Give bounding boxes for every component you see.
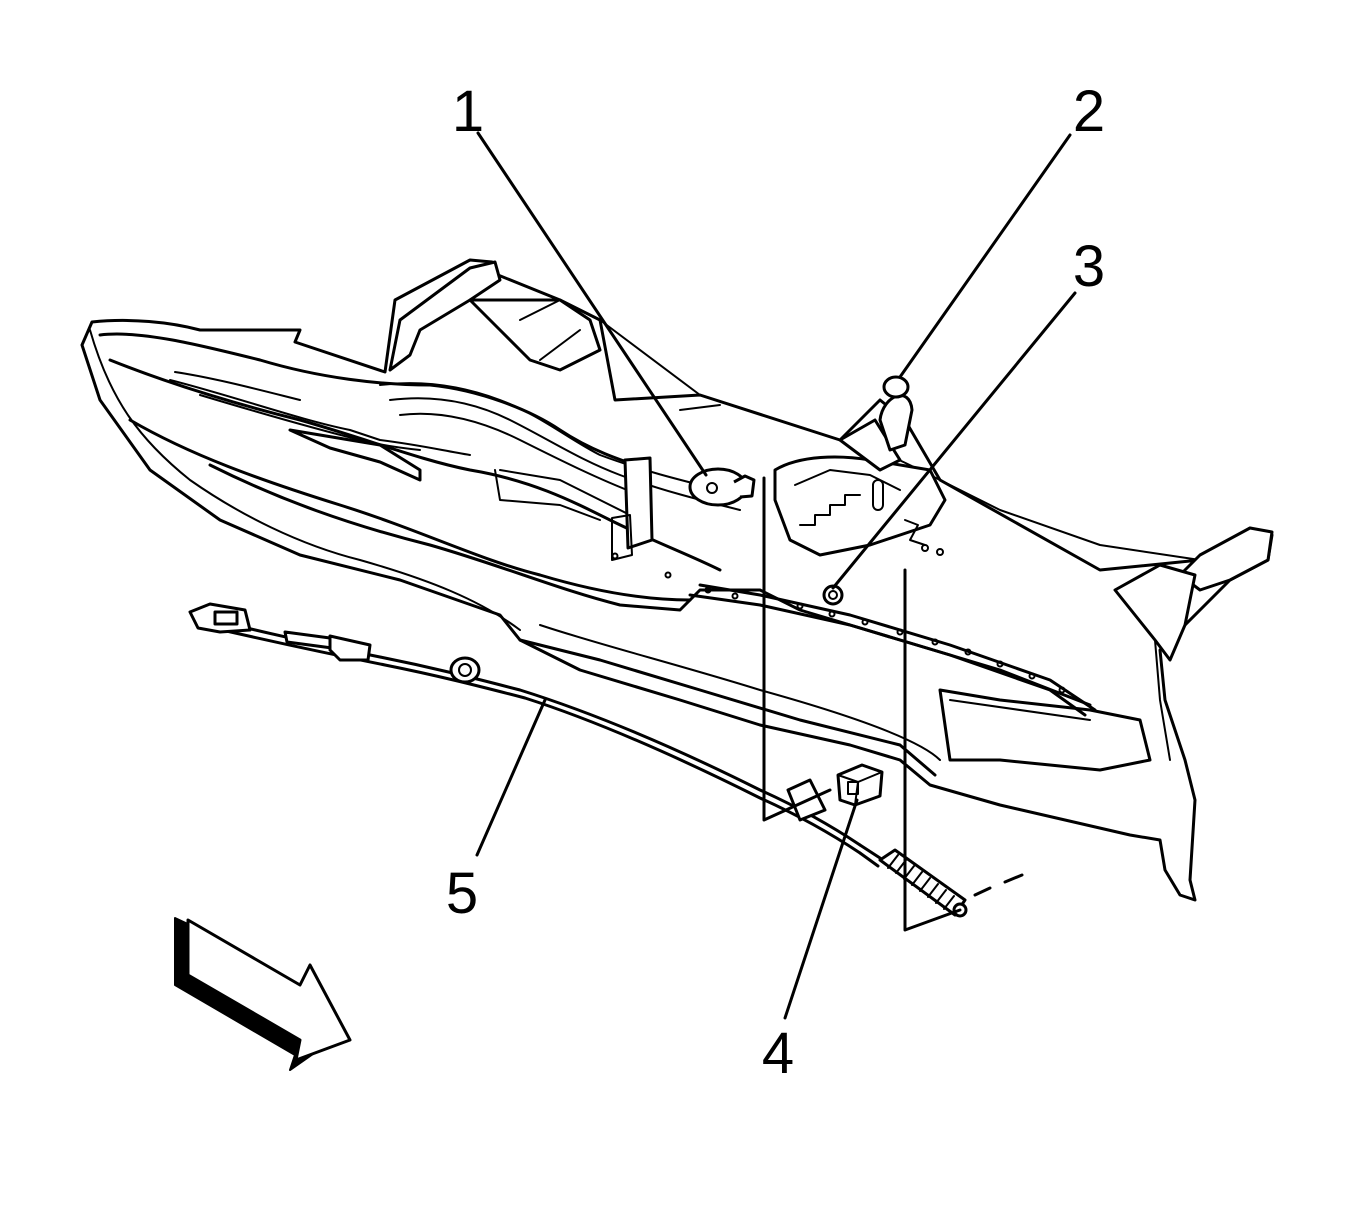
- callout-2: 2: [1073, 79, 1105, 144]
- callout-4: 4: [762, 1021, 794, 1086]
- callout-1: 1: [452, 79, 484, 144]
- callout-5: 5: [446, 861, 478, 926]
- retainer-hole: [822, 584, 844, 606]
- rivet-row: [611, 552, 1066, 694]
- cable-spring: [878, 848, 968, 918]
- leader-lines: [475, 131, 1077, 1020]
- alignment-lines: [762, 476, 1024, 932]
- instrument-panel-carrier: [80, 258, 1274, 902]
- cable-retainer-clip: [836, 763, 884, 807]
- callout-3: 3: [1073, 234, 1105, 299]
- clip-hole: [688, 467, 756, 507]
- front-direction-arrow-icon: [174, 917, 352, 1071]
- release-cable: [188, 602, 968, 918]
- stud: [838, 375, 914, 472]
